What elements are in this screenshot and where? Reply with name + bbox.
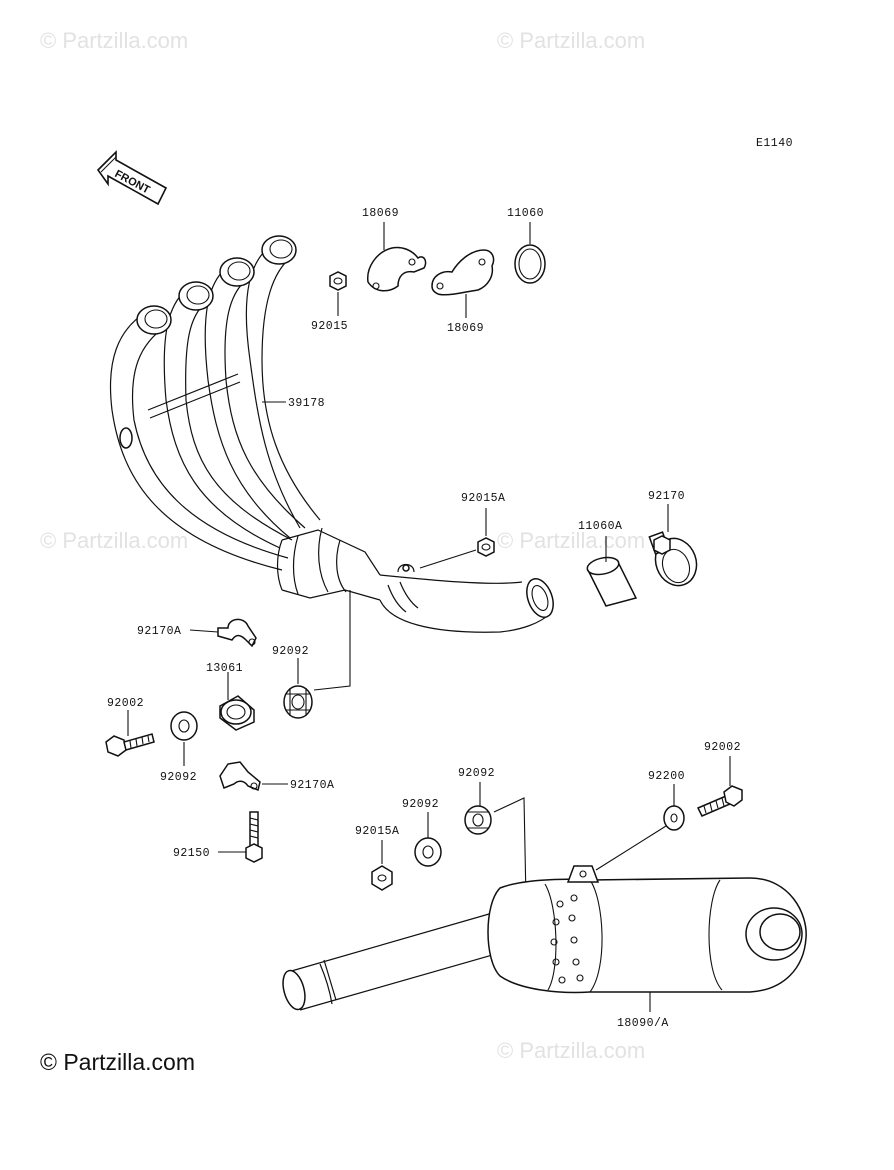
bolt-92150-icon: [245, 811, 263, 863]
exhaust-header-assembly: [109, 235, 554, 633]
clamp-18069-bottom-icon: [431, 249, 495, 296]
watermark-top-left: © Partzilla.com: [40, 28, 188, 53]
watermark-bottom-right: © Partzilla.com: [497, 1038, 645, 1063]
label-92170A-bottom: 92170A: [290, 779, 334, 792]
clamp-18069-top-icon: [367, 246, 427, 292]
label-11060: 11060: [507, 207, 544, 220]
label-92200: 92200: [648, 770, 685, 783]
label-18090A: 18090/A: [617, 1017, 669, 1030]
sleeve-11060A-icon: [586, 556, 638, 607]
label-92092-a: 92092: [272, 645, 309, 658]
grommet-92092-d-icon: [414, 837, 442, 867]
front-arrow-icon: FRONT: [96, 150, 168, 206]
label-92092-d: 92092: [402, 798, 439, 811]
nut-92015A-top-icon: [477, 537, 495, 557]
diagram-code: E1140: [756, 137, 793, 150]
grommet-92092-c-icon: [464, 805, 492, 835]
label-11060A: 11060A: [578, 520, 622, 533]
nut-92015A-bottom-icon: [371, 865, 393, 891]
label-18069-bottom: 18069: [447, 322, 484, 335]
label-39178: 39178: [288, 397, 325, 410]
clamp-92170-icon: [648, 531, 698, 587]
washer-92200-icon: [663, 805, 685, 831]
label-92015: 92015: [311, 320, 348, 333]
label-92170A-top: 92170A: [137, 625, 181, 638]
label-92092-b: 92092: [160, 771, 197, 784]
watermark-mid-right: © Partzilla.com: [497, 528, 645, 553]
grommet-92092-b-icon: [170, 711, 198, 741]
gasket-11060-icon: [514, 244, 546, 284]
bracket-92170A-bottom-icon: [219, 761, 261, 792]
label-13061: 13061: [206, 662, 243, 675]
label-92015A-top: 92015A: [461, 492, 505, 505]
bolt-92002-left-icon: [105, 733, 155, 757]
label-18069-top: 18069: [362, 207, 399, 220]
watermark-mid-left: © Partzilla.com: [40, 528, 188, 553]
watermark-top-right: © Partzilla.com: [497, 28, 645, 53]
copyright-text: © Partzilla.com: [40, 1049, 195, 1075]
label-92092-c: 92092: [458, 767, 495, 780]
muffler-18090A-icon: [282, 865, 807, 1011]
label-92002-right: 92002: [704, 741, 741, 754]
label-92015A-bottom: 92015A: [355, 825, 399, 838]
spacer-13061-icon: [219, 695, 255, 731]
grommet-92092-a-icon: [283, 685, 313, 719]
label-92170: 92170: [648, 490, 685, 503]
bracket-92170A-top-icon: [217, 618, 257, 648]
label-92150: 92150: [173, 847, 210, 860]
bolt-92002-right-icon: [696, 785, 743, 817]
label-92002-left: 92002: [107, 697, 144, 710]
nut-92015-icon: [329, 271, 347, 291]
